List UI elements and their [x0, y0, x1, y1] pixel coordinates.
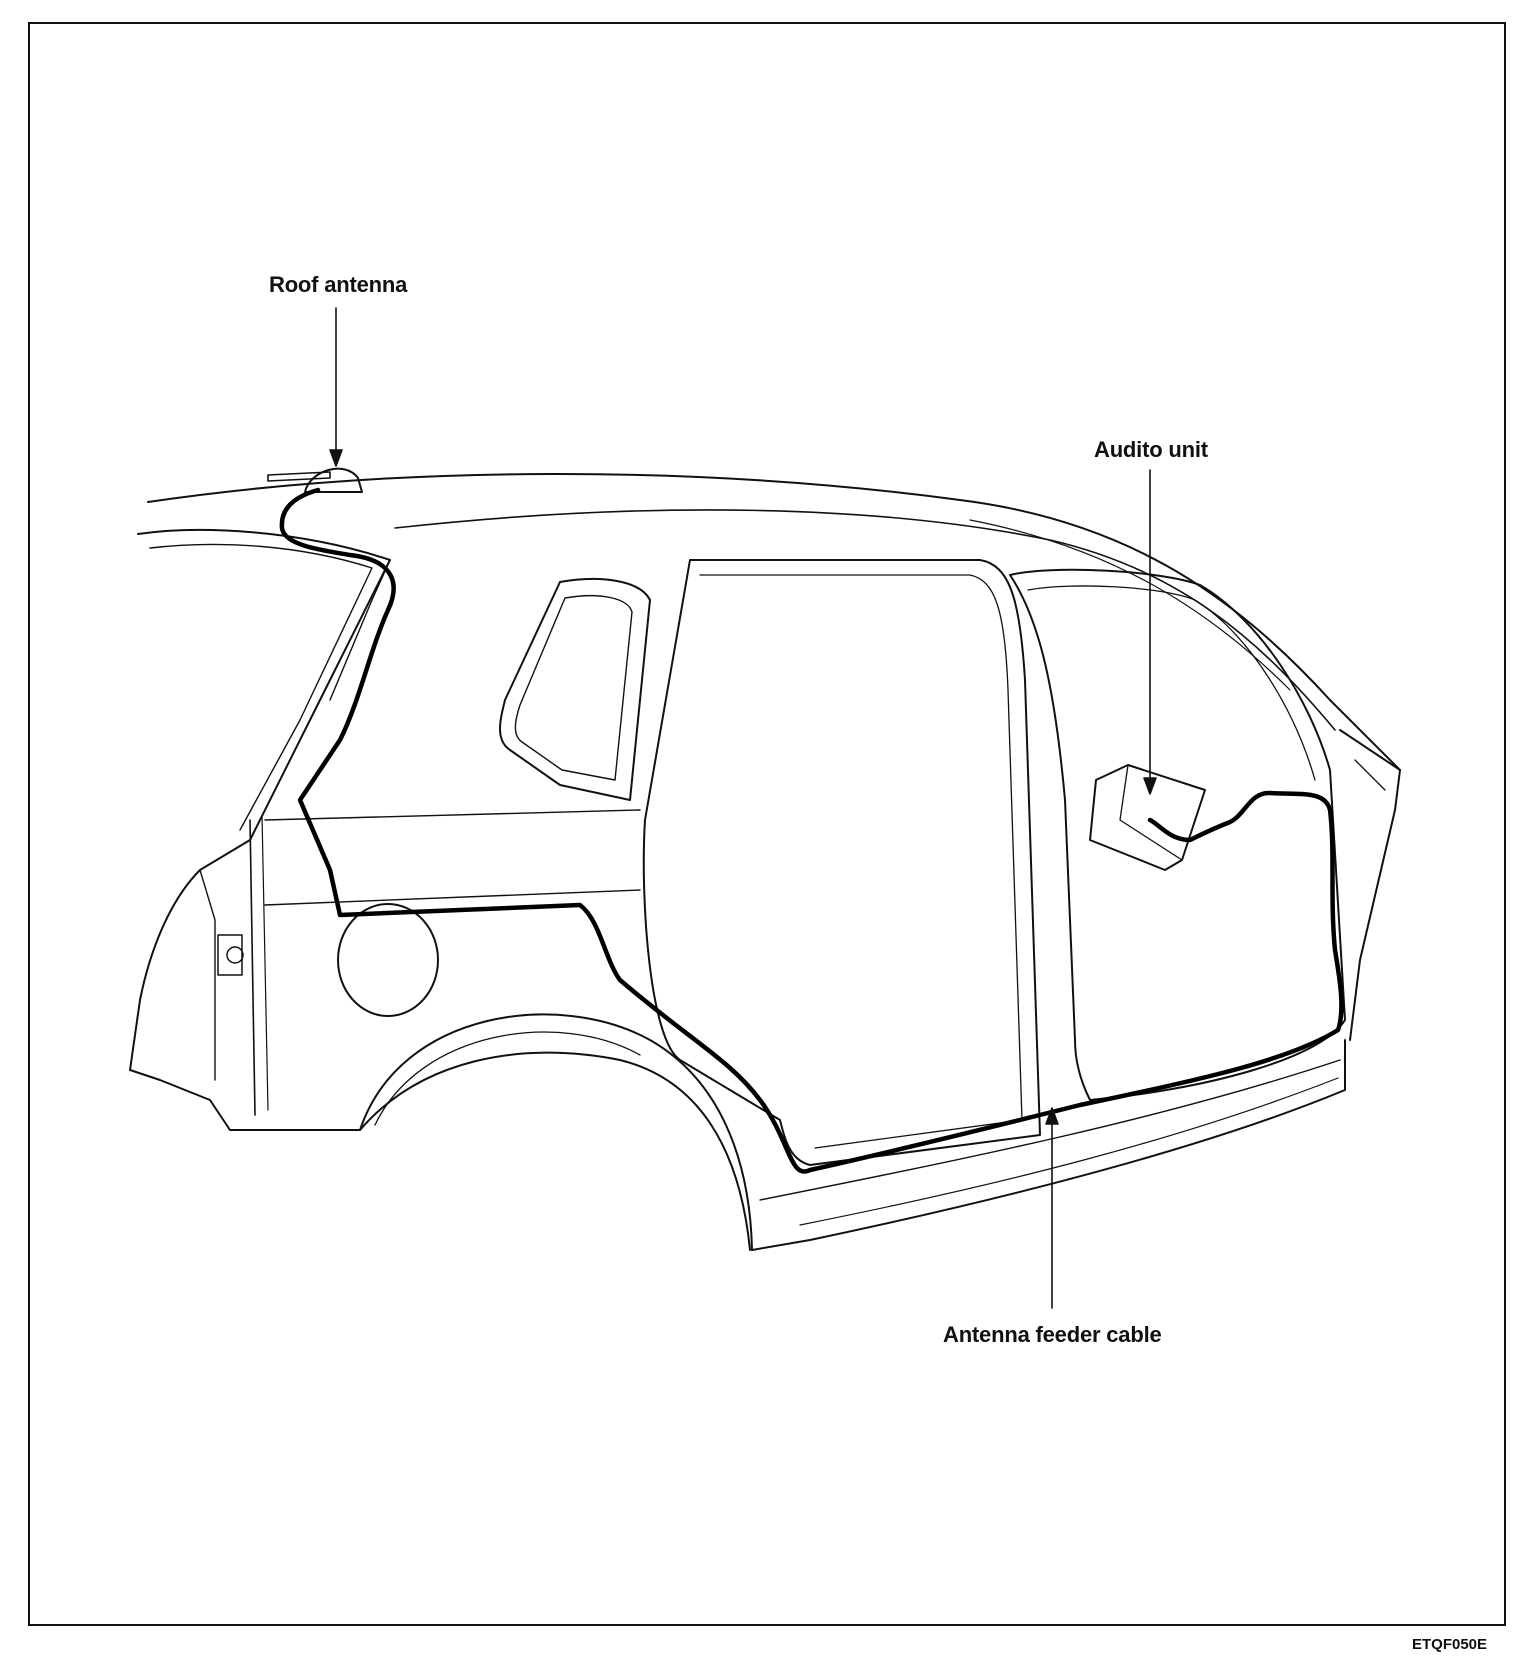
rear-quarter	[129, 1051, 751, 1251]
rear-wheel-arch	[359, 1013, 753, 1251]
roof-antenna-body	[304, 467, 363, 493]
audio-unit-label: Audito unit	[1094, 437, 1208, 462]
fuel-door	[337, 903, 439, 1017]
feeder-cable-leader	[1045, 1107, 1059, 1309]
rocker-sill	[751, 1039, 1346, 1251]
roof-inner-line	[394, 509, 1336, 731]
feeder-cable-label: Antenna feeder cable	[943, 1322, 1162, 1347]
roof-antenna-label: Roof antenna	[269, 272, 408, 297]
rear-door-opening	[642, 559, 1041, 1166]
roof-line	[147, 473, 1401, 771]
roof-antenna-leader	[329, 307, 343, 467]
diagram-frame	[28, 22, 1506, 1626]
front-door-opening	[1009, 568, 1346, 1101]
antenna-feeder-cable	[279, 487, 1344, 1174]
roof-antenna-mast	[267, 471, 331, 482]
figure-code: ETQF050E	[1412, 1636, 1488, 1653]
quarter-window	[499, 578, 651, 801]
audio-unit-leader	[1143, 469, 1157, 795]
